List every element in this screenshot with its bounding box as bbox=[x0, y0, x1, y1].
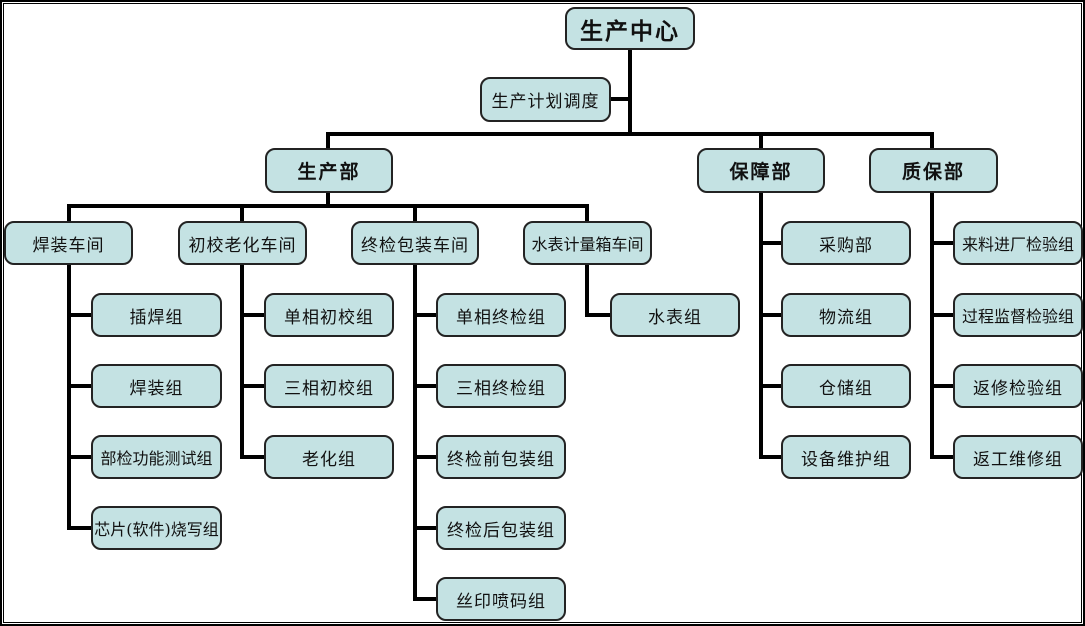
node-three-phase-initial-calibration-group: 三相初校组 bbox=[264, 364, 394, 408]
node-qa-dept: 质保部 bbox=[869, 148, 998, 193]
node-production-center: 生产中心 bbox=[565, 7, 695, 50]
connector-elbow-calibration-1 bbox=[240, 313, 266, 317]
connector-elbow-water-meter bbox=[585, 313, 612, 317]
connector-drop-qa-dept bbox=[930, 132, 934, 149]
connector-spine-welding bbox=[67, 264, 71, 530]
connector-spine-calibration bbox=[240, 264, 244, 459]
node-single-phase-initial-calibration-group: 单相初校组 bbox=[264, 293, 394, 337]
connector-elbow-qa-4 bbox=[930, 455, 955, 459]
connector-elbow-qa-1 bbox=[930, 241, 955, 245]
node-incoming-material-inspection-group: 来料进厂检验组 bbox=[953, 221, 1083, 265]
connector-elbow-final-2 bbox=[413, 384, 438, 388]
connector-drop-support-dept bbox=[759, 132, 763, 149]
connector-elbow-welding-4 bbox=[67, 526, 93, 530]
connector-drop-final-inspection-workshop bbox=[413, 204, 417, 222]
connector-elbow-final-4 bbox=[413, 526, 438, 530]
connector-elbow-final-1 bbox=[413, 313, 438, 317]
connector-drop-water-meter-workshop bbox=[585, 204, 589, 222]
node-production-planning-dispatch: 生产计划调度 bbox=[480, 77, 611, 122]
connector-spine-qa bbox=[930, 192, 934, 459]
node-welding-workshop: 焊装车间 bbox=[4, 221, 133, 265]
node-post-final-inspection-packaging-group: 终检后包装组 bbox=[436, 506, 566, 550]
connector-elbow-welding-3 bbox=[67, 455, 93, 459]
connector-elbow-welding-1 bbox=[67, 313, 93, 317]
connector-elbow-welding-2 bbox=[67, 384, 93, 388]
connector-elbow-qa-3 bbox=[930, 384, 955, 388]
node-process-supervision-inspection-group: 过程监督检验组 bbox=[953, 293, 1083, 337]
node-rework-repair-group: 返工维修组 bbox=[953, 435, 1083, 479]
connector-main-hline bbox=[326, 132, 934, 136]
node-three-phase-final-inspection-group: 三相终检组 bbox=[436, 364, 566, 408]
connector-spine-final-inspection bbox=[413, 264, 417, 601]
connector-workshop-hline bbox=[67, 204, 589, 208]
connector-spine-support bbox=[759, 192, 763, 459]
node-purchasing-group: 采购部 bbox=[781, 221, 911, 265]
node-single-phase-final-inspection-group: 单相终检组 bbox=[436, 293, 566, 337]
node-water-meter-box-workshop: 水表计量箱车间 bbox=[523, 221, 652, 265]
connector-elbow-final-3 bbox=[413, 455, 438, 459]
connector-elbow-final-5 bbox=[413, 597, 438, 601]
node-production-dept: 生产部 bbox=[265, 148, 393, 193]
connector-elbow-calibration-3 bbox=[240, 455, 266, 459]
connector-production-dept-drop bbox=[326, 192, 330, 208]
connector-root-drop bbox=[628, 50, 632, 136]
connector-drop-production-dept bbox=[326, 132, 330, 149]
node-water-meter-group: 水表组 bbox=[610, 293, 740, 337]
node-initial-calibration-aging-workshop: 初校老化车间 bbox=[178, 221, 307, 265]
node-unit-inspection-function-test-group: 部检功能测试组 bbox=[91, 435, 222, 479]
node-silk-screen-inkjet-group: 丝印喷码组 bbox=[436, 577, 566, 621]
node-chip-software-burning-group: 芯片(软件)烧写组 bbox=[91, 506, 222, 550]
node-equipment-maintenance-group: 设备维护组 bbox=[781, 435, 911, 479]
node-welding-group: 焊装组 bbox=[91, 364, 222, 408]
node-final-inspection-packaging-workshop: 终检包装车间 bbox=[351, 221, 479, 265]
node-pre-final-inspection-packaging-group: 终检前包装组 bbox=[436, 435, 566, 479]
connector-elbow-support-3 bbox=[759, 384, 783, 388]
connector-drop-calibration-workshop bbox=[240, 204, 244, 222]
connector-elbow-support-1 bbox=[759, 241, 783, 245]
node-support-dept: 保障部 bbox=[697, 148, 825, 193]
connector-drop-welding-workshop bbox=[67, 204, 71, 222]
node-warehouse-group: 仓储组 bbox=[781, 364, 911, 408]
node-logistics-group: 物流组 bbox=[781, 293, 911, 337]
connector-staff-stub bbox=[609, 97, 632, 101]
node-plug-welding-group: 插焊组 bbox=[91, 293, 222, 337]
node-repair-inspection-group: 返修检验组 bbox=[953, 364, 1083, 408]
connector-elbow-support-4 bbox=[759, 455, 783, 459]
connector-elbow-qa-2 bbox=[930, 313, 955, 317]
node-aging-group: 老化组 bbox=[264, 435, 394, 479]
connector-elbow-calibration-2 bbox=[240, 384, 266, 388]
connector-spine-water-meter bbox=[585, 264, 589, 317]
connector-elbow-support-2 bbox=[759, 313, 783, 317]
